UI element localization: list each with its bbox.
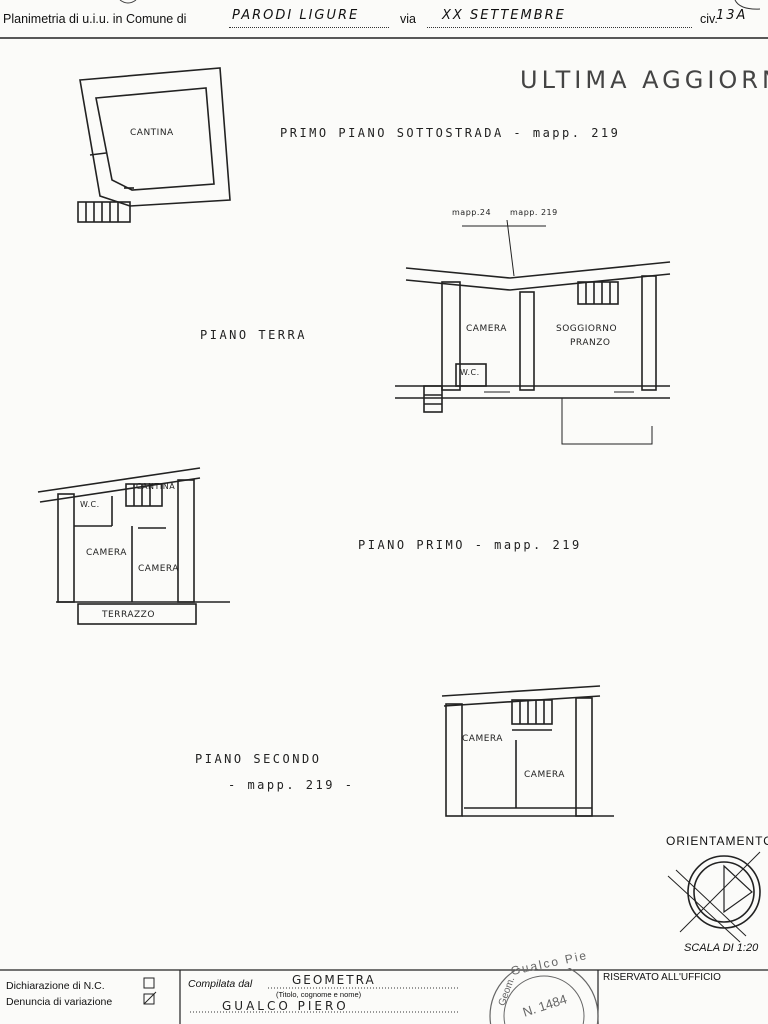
- plan-piano-secondo: [441, 685, 614, 817]
- mappa-219: mapp. 219: [510, 208, 558, 217]
- dichiarazione-nc: Dichiarazione di N.C.: [6, 980, 105, 992]
- riservato-ufficio: RISERVATO ALL'UFFICIO: [603, 972, 721, 983]
- nome-value: GUALCO PIERO: [222, 999, 349, 1013]
- via-value: XX SETTEMBRE: [442, 8, 566, 23]
- label-piano-primo: PIANO PRIMO - mapp. 219: [358, 538, 582, 552]
- denuncia-variazione: Denuncia di variazione: [6, 996, 113, 1008]
- room-soggiorno: SOGGIORNO: [556, 324, 618, 334]
- plan-piano-primo: [37, 467, 230, 625]
- compilata-value: GEOMETRA: [292, 973, 376, 987]
- orientamento-label: ORIENTAMENTO: [666, 834, 768, 848]
- label-piano-terra: PIANO TERRA: [200, 328, 307, 342]
- room-wc-primo: W.C.: [80, 500, 100, 509]
- compilata-label: Compilata dal: [188, 978, 253, 990]
- floor-plans-drawing: [37, 67, 761, 943]
- civ-value: 13A: [716, 8, 748, 23]
- compass-rose: [667, 851, 761, 943]
- comune-value: PARODI LIGURE: [232, 8, 360, 23]
- scala-label: SCALA DI 1:20: [684, 942, 759, 954]
- room-wc-terra: W.C.: [460, 368, 480, 377]
- label-piano-secondo: PIANO SECONDO: [195, 752, 322, 766]
- label-sottostrada: PRIMO PIANO SOTTOSTRADA - mapp. 219: [280, 126, 621, 140]
- room-cantina: CANTINA: [130, 128, 174, 138]
- plan-piano-terra: [395, 219, 671, 445]
- room-camera-primo-2: CAMERA: [138, 564, 179, 574]
- room-terrazzo: TERRAZZO: [102, 610, 155, 620]
- plan-cantina: [77, 67, 231, 223]
- footer-lines: [0, 968, 768, 1024]
- civ-label: civ.: [700, 12, 718, 26]
- room-camera-secondo-1: CAMERA: [462, 734, 503, 744]
- room-camera-terra: CAMERA: [466, 324, 507, 334]
- via-label: via: [400, 12, 416, 26]
- document-header: Planimetria di u.i.u. in Comune di PAROD…: [0, 0, 768, 40]
- document-footer: Dichiarazione di N.C. Denuncia di variaz…: [0, 948, 768, 1024]
- room-cantina-primo: CANTINA: [136, 482, 176, 491]
- ultima-aggiornamento-note: ULTIMA AGGIORNA: [520, 66, 768, 94]
- room-pranzo: PRANZO: [570, 338, 611, 348]
- label-piano-secondo-mappa: - mapp. 219 -: [228, 778, 355, 792]
- comune-dotline: [229, 27, 389, 28]
- via-dotline: [427, 27, 692, 28]
- room-camera-primo-1: CAMERA: [86, 548, 127, 558]
- titolo-hint: (Titolo, cognome e nome): [276, 990, 362, 999]
- room-camera-secondo-2: CAMERA: [524, 770, 565, 780]
- header-rule: [0, 0, 768, 39]
- mappa-24: mapp.24: [452, 208, 492, 217]
- header-prefix: Planimetria di u.i.u. in Comune di: [3, 12, 187, 26]
